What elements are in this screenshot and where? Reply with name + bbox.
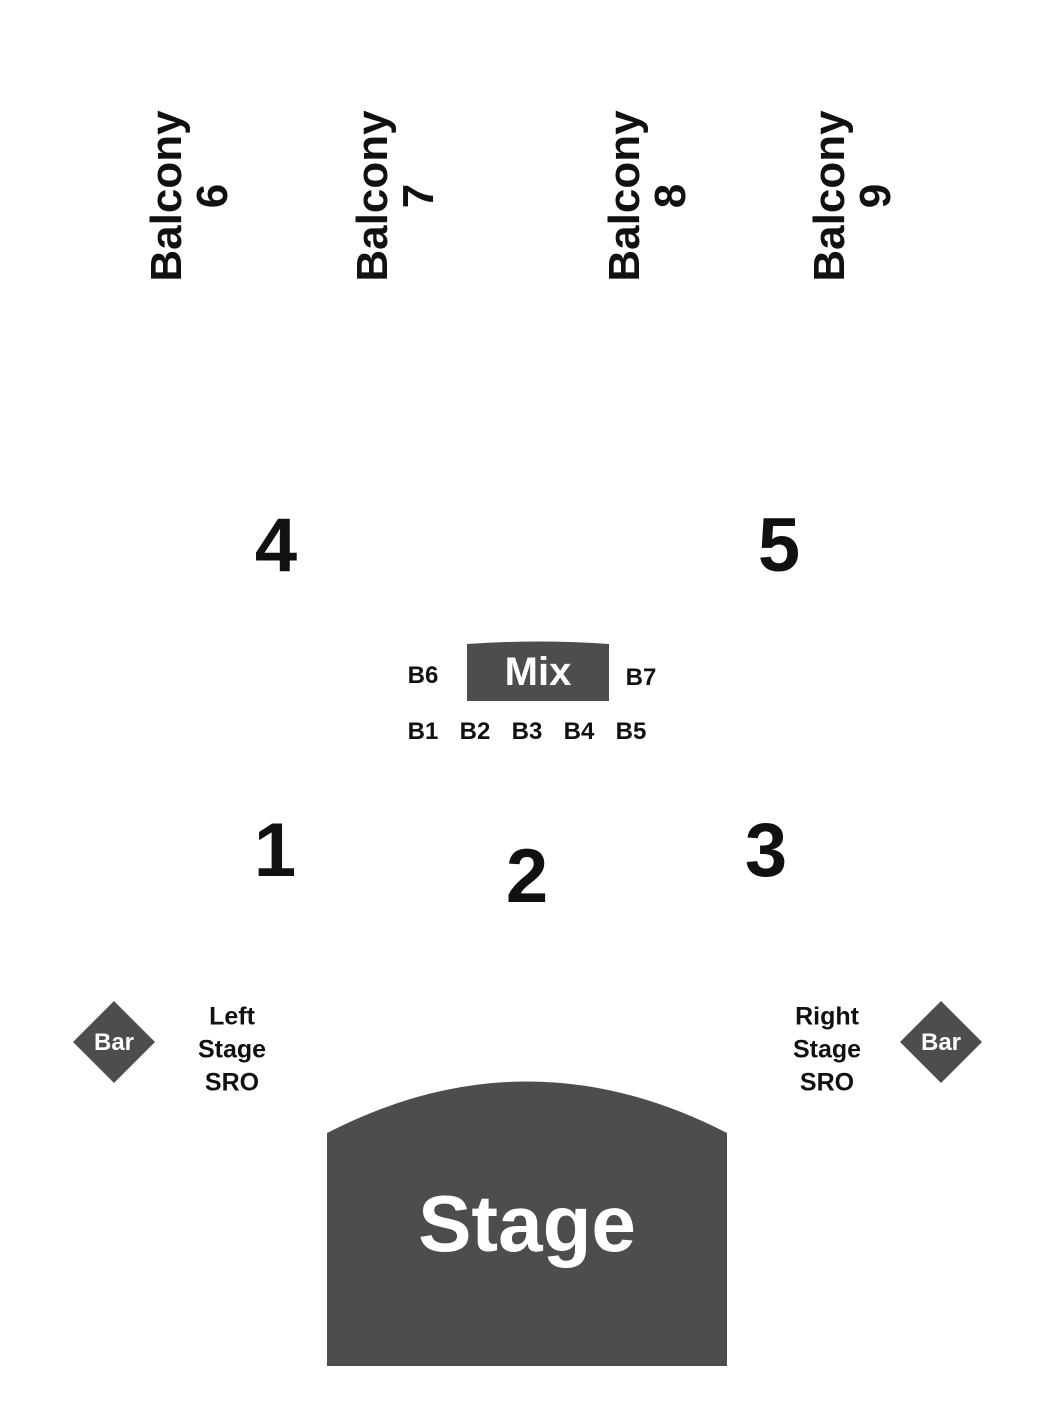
section-2[interactable]: 2 bbox=[505, 834, 549, 919]
box-b5[interactable]: B5 bbox=[615, 718, 647, 745]
balcony-8[interactable]: Balcony 8 bbox=[588, 46, 708, 346]
balcony-8-number: 8 bbox=[646, 183, 695, 209]
left-sro-line-2: Stage bbox=[197, 1035, 267, 1064]
box-b6[interactable]: B6 bbox=[407, 662, 439, 689]
mix-label: Mix bbox=[504, 650, 572, 694]
section-1[interactable]: 1 bbox=[253, 808, 297, 893]
section-3[interactable]: 3 bbox=[744, 808, 788, 893]
balcony-7[interactable]: Balcony 7 bbox=[336, 46, 456, 346]
balcony-9-name: Balcony bbox=[805, 110, 854, 282]
box-b1[interactable]: B1 bbox=[407, 718, 439, 745]
section-4[interactable]: 4 bbox=[254, 503, 298, 588]
balcony-9-number: 9 bbox=[851, 183, 900, 209]
right-sro-line-1: Right bbox=[795, 1002, 859, 1031]
balcony-9[interactable]: Balcony 9 bbox=[793, 46, 913, 346]
mix-booth[interactable] bbox=[467, 641, 609, 702]
left-sro-line-1: Left bbox=[209, 1002, 255, 1031]
balcony-7-name: Balcony bbox=[348, 110, 397, 282]
bar-left-label: Bar bbox=[93, 1029, 135, 1056]
section-5[interactable]: 5 bbox=[757, 503, 801, 588]
box-b4[interactable]: B4 bbox=[563, 718, 595, 745]
balcony-7-number: 7 bbox=[394, 183, 443, 209]
balcony-6-name: Balcony bbox=[142, 110, 191, 282]
left-stage-sro[interactable]: Left Stage SRO bbox=[162, 1001, 302, 1100]
left-sro-line-3: SRO bbox=[204, 1068, 260, 1097]
balcony-6[interactable]: Balcony 6 bbox=[130, 46, 250, 346]
right-sro-line-3: SRO bbox=[799, 1068, 855, 1097]
stage-label: Stage bbox=[418, 1179, 636, 1268]
right-stage-sro[interactable]: Right Stage SRO bbox=[757, 1001, 897, 1100]
box-b2[interactable]: B2 bbox=[459, 718, 491, 745]
stage-shape bbox=[327, 1081, 727, 1366]
bar-right-label: Bar bbox=[920, 1029, 962, 1056]
box-b7[interactable]: B7 bbox=[625, 664, 657, 691]
balcony-8-name: Balcony bbox=[600, 110, 649, 282]
balcony-6-number: 6 bbox=[188, 183, 237, 209]
box-b3[interactable]: B3 bbox=[511, 718, 543, 745]
right-sro-line-2: Stage bbox=[792, 1035, 862, 1064]
